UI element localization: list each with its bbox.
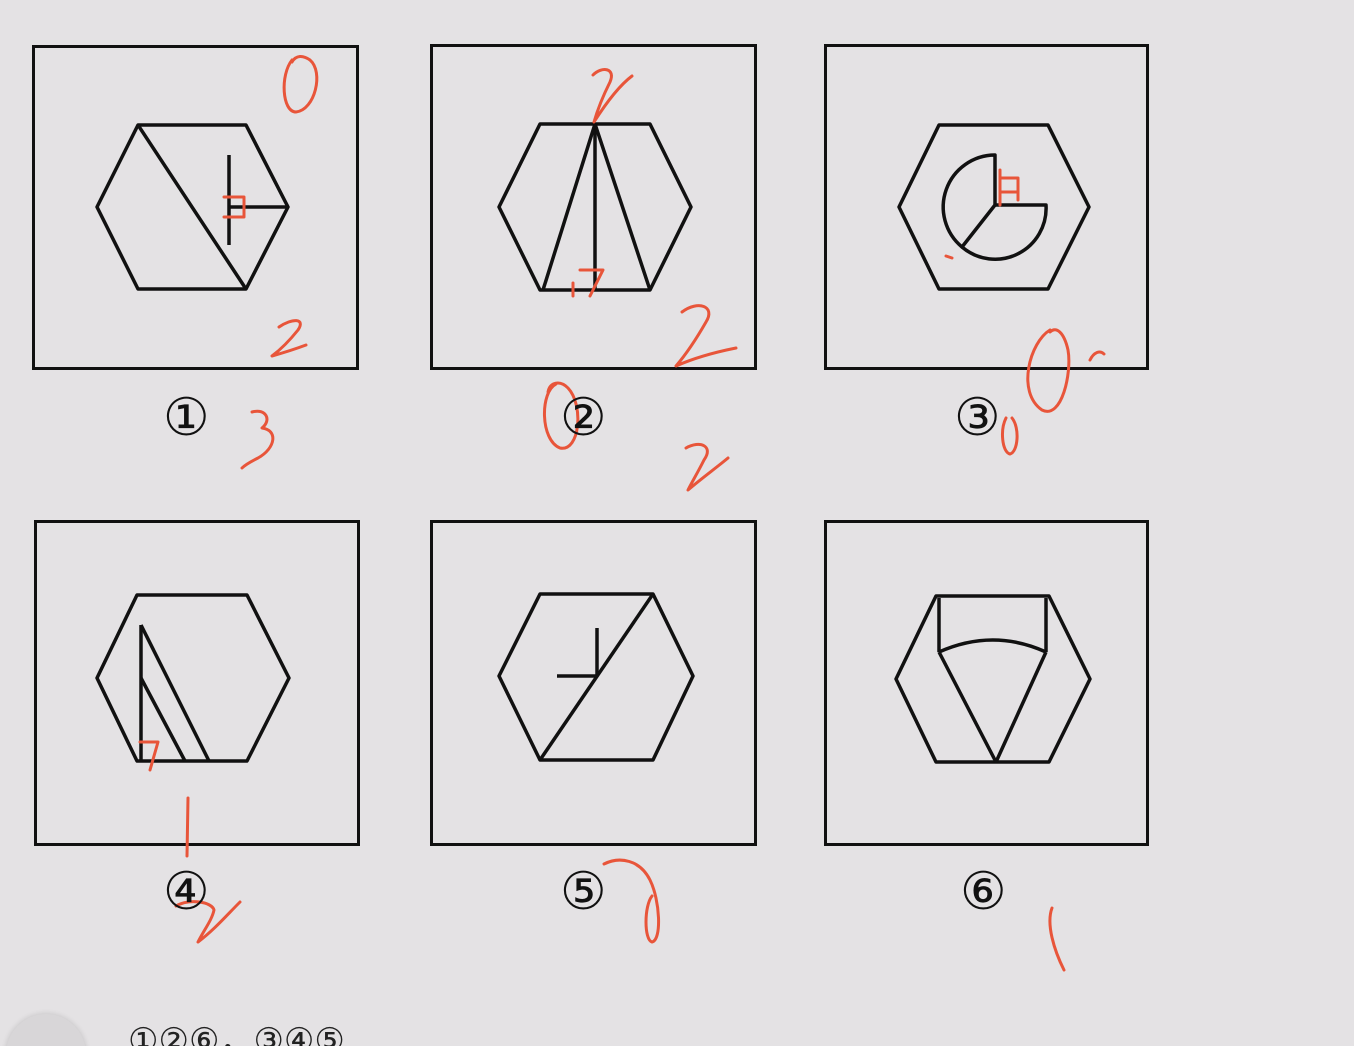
figure-panel-6 bbox=[824, 520, 1149, 846]
figure-2-shape bbox=[497, 122, 693, 292]
figure-1-shape bbox=[95, 123, 290, 291]
figure-panel-1 bbox=[32, 45, 359, 370]
figure-5-shape bbox=[497, 592, 695, 762]
figure-label-3: ③ bbox=[954, 388, 1001, 448]
figure-panel-4 bbox=[34, 520, 360, 846]
figure-panel-5 bbox=[430, 520, 757, 846]
figure-label-5: ⑤ bbox=[560, 862, 607, 922]
answer-options-text: ①②⑥，③④⑤ bbox=[128, 1021, 345, 1046]
figure-label-6: ⑥ bbox=[960, 862, 1007, 922]
figure-6-shape bbox=[894, 594, 1092, 764]
figure-label-1: ① bbox=[163, 388, 210, 448]
figure-panel-2 bbox=[430, 44, 757, 370]
figure-panel-3 bbox=[824, 44, 1149, 370]
figure-label-4: ④ bbox=[163, 862, 210, 922]
handwritten-annotations bbox=[138, 55, 1106, 972]
figure-4-shape bbox=[95, 593, 291, 763]
figure-label-2: ② bbox=[560, 388, 607, 448]
figure-3-shape bbox=[897, 123, 1091, 291]
